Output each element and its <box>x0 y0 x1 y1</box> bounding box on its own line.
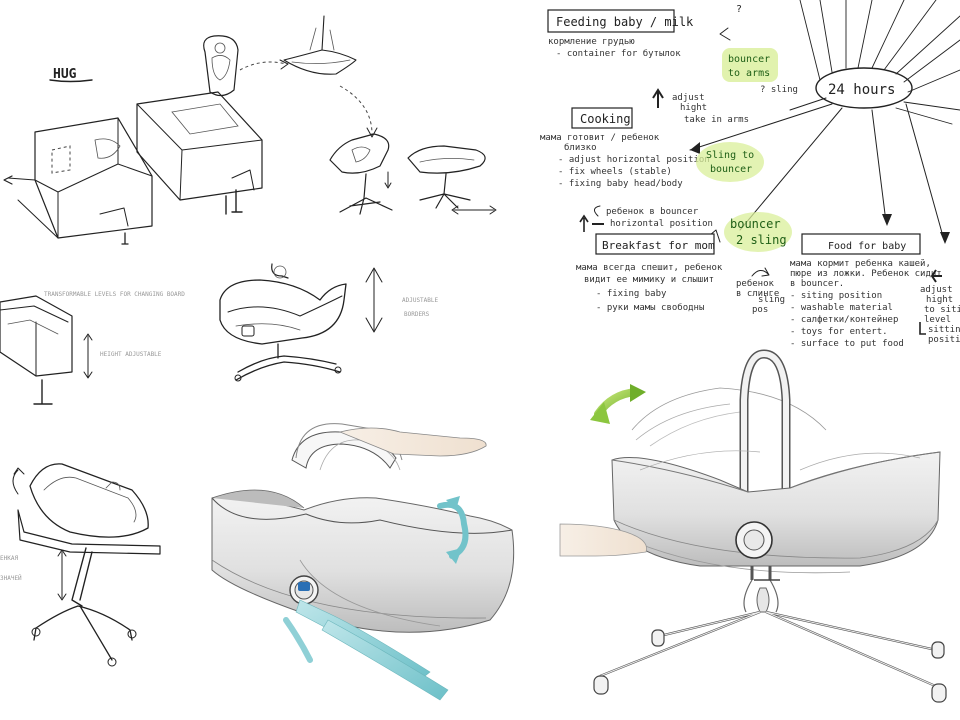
left-edge-label-2: ЗНАЧЕЙ <box>0 575 22 582</box>
node-bouncer-arms: bouncer to arms ? sling <box>722 48 798 95</box>
ray-to-cooking <box>689 103 833 151</box>
mid-line2: в слинге <box>736 289 779 299</box>
changing-board-label: TRANSFORMABLE LEVELS FOR CHANGING BOARD <box>44 291 185 298</box>
sling-bouncer-line1: Sling to <box>706 150 754 161</box>
ray-to-breakfast <box>739 107 843 231</box>
left-edge-label-1: ЕНКАЯ <box>0 555 18 562</box>
hug-label: HUG <box>53 67 77 82</box>
sketch-chair-1 <box>329 133 393 215</box>
arrow-dashed-2 <box>339 85 373 135</box>
bouncer-arms-line1: bouncer <box>728 54 770 65</box>
food-item-2: - washable material <box>790 303 893 313</box>
sling-bouncer-line2: bouncer <box>710 164 752 175</box>
small-left-line1: ребенок в bouncer <box>606 206 699 217</box>
breakfast-item-1: - fixing baby <box>596 289 667 299</box>
adjustable-label-2: BORDERS <box>404 311 430 318</box>
sketch-closed-box <box>136 91 263 215</box>
small-left-line2: horizontal position <box>610 219 713 229</box>
ray-to-food <box>871 109 887 223</box>
feeding-title: Feeding baby / milk <box>556 15 694 29</box>
feeding-line2: - container for бутылок <box>556 48 681 59</box>
food-item-3: - салфетки/контейнер <box>790 315 898 325</box>
hub-label: 24 hours <box>828 82 895 98</box>
food-item-1: - siting position <box>790 291 882 301</box>
cooking-line1: мама готовит / ребенок <box>540 132 660 143</box>
node-feeding: Feeding baby / milk кормление грудью - c… <box>547 9 694 59</box>
node-sling-bouncer: Sling to bouncer <box>696 142 764 182</box>
cooking-item-1: - adjust horizontal position <box>558 155 710 165</box>
ray-to-right <box>905 103 945 241</box>
cooking-side3: take in arms <box>684 115 749 125</box>
breakfast-line2: видит ее мимику и слышит <box>584 275 714 285</box>
node-cooking: Cooking adjust hight take in arms мама г… <box>540 88 749 189</box>
sketch-mobile <box>283 15 357 75</box>
food-line1: мама кормит ребенка кашей, <box>790 258 931 269</box>
node-mid: ребенок в слинге sling pos <box>736 267 785 315</box>
right-line1: adjust <box>920 285 953 295</box>
food-title: Food for baby <box>828 241 906 252</box>
bouncer-arms-line3: ? sling <box>760 85 798 95</box>
sketch-open-cradle <box>3 117 153 245</box>
cooking-item-3: - fixing baby head/body <box>558 179 683 189</box>
food-line2: пюре из ложки. Ребенок сидит <box>790 268 942 279</box>
node-small-left: ребенок в bouncer horizontal position <box>579 205 713 232</box>
mid-line3: sling <box>758 295 785 305</box>
bouncer-arms-line2: to arms <box>728 68 770 79</box>
right-line3: to sitin <box>924 305 960 315</box>
cooking-title: Cooking <box>580 112 631 126</box>
cooking-line1b: близко <box>564 142 597 153</box>
arrow-dashed-1 <box>239 61 287 71</box>
right-line4: level <box>924 315 951 325</box>
sketch-chair-2 <box>407 145 497 215</box>
hand-bottom <box>559 523 647 557</box>
node-food-baby: Food for baby мама кормит ребенка кашей,… <box>790 233 942 349</box>
mid-line1: ребенок <box>736 278 775 289</box>
render-bassinet-2 <box>559 349 947 703</box>
breakfast-title: Breakfast for mom <box>602 239 715 252</box>
right-line6: position <box>928 335 960 345</box>
adjustable-label-1: ADJUSTABLE <box>402 297 439 304</box>
mindmap: ? 24 hours Feeding baby / milk кормление… <box>540 0 960 349</box>
mindmap-question: ? <box>736 4 742 15</box>
stand-wheels <box>593 629 947 703</box>
node-breakfast: Breakfast for mom мама всегда спешит, ре… <box>576 233 723 313</box>
sketch-changing-board: TRANSFORMABLE LEVELS FOR CHANGING BOARD … <box>0 291 185 405</box>
mid-line4: pos <box>752 305 768 315</box>
height-adjustable-label: HEIGHT ADJUSTABLE <box>100 351 162 358</box>
sketch-bassinet-stand: ADJUSTABLE BORDERS <box>219 263 439 382</box>
blue-handle-knob <box>298 582 310 591</box>
arrow-to-feeding <box>719 27 731 41</box>
node-bouncer-sling: bouncer 2 sling <box>724 212 792 252</box>
sketch-high-chair: ЕНКАЯ ЗНАЧЕЙ <box>0 463 161 667</box>
cooking-side2: hight <box>680 103 707 113</box>
hug-logo: HUG <box>49 67 93 83</box>
cooking-side1: adjust <box>672 93 705 103</box>
right-line2: hight <box>926 295 953 305</box>
feeding-line1: кормление грудью <box>548 37 635 47</box>
sketch-bouncer-seat <box>203 35 239 97</box>
cooking-item-2: - fix wheels (stable) <box>558 167 672 177</box>
bouncer-sling-line1: bouncer <box>730 217 781 231</box>
bouncer-sling-line2: 2 sling <box>736 233 787 247</box>
food-item-5: - surface to put food <box>790 339 904 349</box>
hub-ellipse <box>815 67 913 109</box>
food-line3: в bouncer. <box>790 279 844 289</box>
hand-top <box>338 427 487 457</box>
node-right: adjust hight to sitin level sitting posi… <box>919 269 960 345</box>
right-line5: sitting <box>928 325 960 335</box>
render-bassinet-1 <box>211 423 515 701</box>
ray-to-bouncer-arms <box>789 97 827 111</box>
food-item-4: - toys for entert. <box>790 327 888 337</box>
breakfast-line1: мама всегда спешит, ребенок <box>576 262 723 273</box>
teal-strap-2 <box>321 619 449 701</box>
breakfast-item-2: - руки мамы свободны <box>596 302 704 313</box>
